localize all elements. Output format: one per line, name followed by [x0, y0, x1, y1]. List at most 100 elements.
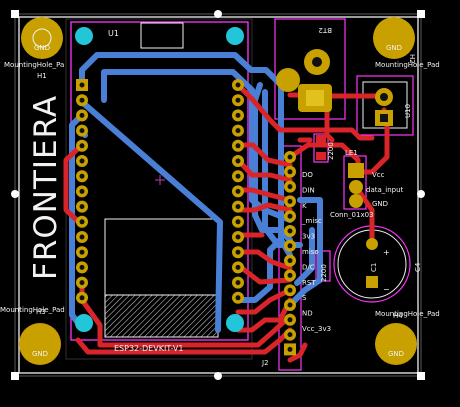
- c1-minus: −: [383, 285, 390, 294]
- u1-ref: U1: [108, 29, 119, 38]
- pad-hole: [235, 158, 241, 164]
- conn-data-input: data_input: [366, 186, 404, 194]
- h1-ref: H1: [37, 72, 47, 80]
- pad-hole: [79, 204, 85, 210]
- pad-hole: [287, 154, 293, 160]
- pad-hole: [235, 264, 241, 270]
- origin-marker-icon: [155, 175, 165, 185]
- mounting-hole-bl[interactable]: [19, 323, 61, 365]
- pad-hole: [79, 112, 85, 118]
- j2-pin-label: S: [302, 294, 307, 302]
- pad-hole: [79, 97, 85, 103]
- pad-hole: [235, 188, 241, 194]
- pad-hole: [287, 287, 293, 293]
- bt2-pads: [276, 49, 332, 112]
- silkscreen-labels: U1 ESP32-DEVKIT-V1 BT2 LE1 J2 H1 H2 H3 H…: [0, 26, 440, 367]
- pad-hole: [79, 143, 85, 149]
- pad-hole: [235, 280, 241, 286]
- mounting-hole-icon[interactable]: [375, 323, 417, 365]
- pad-hole: [235, 128, 241, 134]
- selection-handle-icon[interactable]: [11, 10, 19, 18]
- pad-hole: [235, 82, 241, 88]
- mounting-hole-icon[interactable]: [21, 17, 63, 59]
- u10-ref: U10: [404, 104, 412, 118]
- conn-label: Conn_01x03: [330, 211, 374, 219]
- gnd-label-br: GND: [388, 350, 404, 358]
- c4-ref: C4: [414, 262, 422, 272]
- pad-hole: [235, 143, 241, 149]
- mh-tl-label: MountingHole_Pa: [4, 61, 64, 69]
- esp32-right-header: [232, 79, 244, 304]
- via-icon: [226, 314, 244, 332]
- conn-pads: [348, 163, 364, 208]
- selection-handle-icon[interactable]: [214, 372, 222, 380]
- gnd-label-bl: GND: [32, 350, 48, 358]
- pad-hole: [79, 295, 85, 301]
- selection-handle-icon[interactable]: [417, 190, 425, 198]
- pad-hole: [79, 82, 85, 88]
- pad-icon: [276, 68, 300, 92]
- selection-handle-icon[interactable]: [214, 10, 222, 18]
- conn-gnd: GND: [372, 200, 388, 208]
- j2-pin-label: Vcc_3v3: [302, 325, 331, 333]
- pad-hole: [287, 302, 293, 308]
- pad-hole: [287, 272, 293, 278]
- mh-bl-label: MountingHole_Pad: [0, 306, 65, 314]
- resistor-value: 2200: [327, 142, 335, 160]
- selection-handle-icon[interactable]: [417, 10, 425, 18]
- h3-ref: H3: [36, 308, 46, 316]
- pad-hole: [287, 317, 293, 323]
- j2-pin-label: K: [302, 202, 307, 210]
- mounting-hole-icon[interactable]: [19, 323, 61, 365]
- resistor-courtyard: [313, 133, 329, 163]
- mh-br-label: MountingHole_Pad: [375, 310, 440, 318]
- pad-hole: [380, 114, 388, 122]
- pad-hole: [287, 228, 293, 234]
- bt2-courtyard: [274, 18, 346, 120]
- c1-plus: +: [383, 248, 390, 257]
- pad-hole: [79, 173, 85, 179]
- pad-icon: [366, 276, 378, 288]
- pad-hole: [235, 112, 241, 118]
- mounting-hole-br[interactable]: [375, 323, 417, 365]
- j2-pin-label: DIN: [302, 186, 315, 194]
- j2-header: [284, 151, 296, 356]
- pad-hole: [235, 249, 241, 255]
- le1-pads: [375, 88, 393, 126]
- gnd-label-tr: GND: [386, 44, 402, 52]
- pad-hole: [79, 219, 85, 225]
- pad-hole: [235, 97, 241, 103]
- shield-hatch: [104, 294, 219, 338]
- pad-hole: [287, 184, 293, 190]
- esp32-left-header: [76, 79, 88, 304]
- pad-icon: [316, 135, 326, 143]
- pad-hole: [79, 188, 85, 194]
- pad-hole: [79, 234, 85, 240]
- c1-pads: [366, 238, 378, 288]
- pad-hole: [235, 295, 241, 301]
- pad-hole: [287, 198, 293, 204]
- pad-hole: [235, 204, 241, 210]
- hole-outline: [32, 28, 52, 48]
- pad-icon: [349, 180, 363, 194]
- h2-ref: H2: [408, 54, 416, 64]
- mounting-hole-icon[interactable]: [373, 17, 415, 59]
- j2-pin-label: _misc: [301, 217, 322, 225]
- selection-handle-icon[interactable]: [11, 190, 19, 198]
- selection-handle-icon[interactable]: [11, 372, 19, 380]
- pad-hole: [79, 264, 85, 270]
- selection-handle-icon[interactable]: [417, 372, 425, 380]
- usb-connector-outline: [140, 22, 184, 49]
- board-title: FRONTIERA: [28, 95, 64, 280]
- pad-hole: [287, 169, 293, 175]
- u1-value: ESP32-DEVKIT-V1: [114, 344, 183, 353]
- mh-tr-label: MountingHole_Pad: [375, 61, 440, 69]
- mounting-hole-tl[interactable]: [21, 17, 63, 59]
- selection-handles[interactable]: [11, 10, 425, 380]
- via-icon: [226, 27, 244, 45]
- mounting-hole-tr[interactable]: [373, 17, 415, 59]
- pad-inner: [306, 90, 324, 106]
